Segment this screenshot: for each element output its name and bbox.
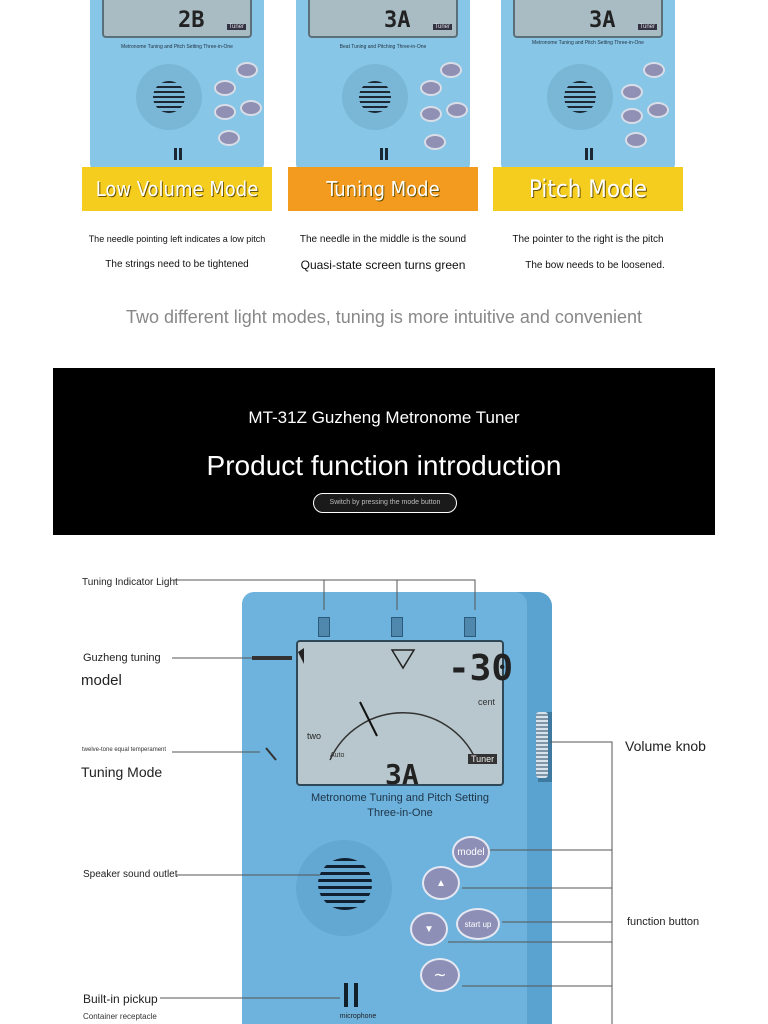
speaker-grill-icon: [342, 64, 408, 130]
mode-arrow-icon: [298, 648, 304, 664]
model-button[interactable]: model: [452, 836, 490, 868]
temperament-indicator-icon: [265, 747, 277, 761]
up-button-icon: [214, 80, 236, 96]
tagline: Two different light modes, tuning is mor…: [126, 307, 642, 327]
tuner-thumbnail: 2B Tuner Metronome Tuning and Pitch Sett…: [90, 0, 264, 170]
mode-band: Tuning Mode: [288, 167, 478, 211]
speaker-grill-icon: [318, 858, 372, 910]
label-speaker: Speaker sound outlet: [83, 869, 178, 880]
indicator-light-icon: [391, 617, 403, 637]
lcd-note: 3A: [384, 8, 411, 33]
button-icon: [643, 62, 665, 78]
mode-card-low-volume: 2B Tuner Metronome Tuning and Pitch Sett…: [82, 0, 272, 211]
down-button-icon: [420, 106, 442, 122]
card-desc-3a: The pointer to the right is the pitch: [512, 234, 664, 245]
wave-button-icon: [625, 132, 647, 148]
dial-arc: [329, 712, 477, 761]
indicator-light-icon: [318, 617, 330, 637]
indicator-light-icon: [464, 617, 476, 637]
device-caption: Metronome Tuning and Pitch Setting Three…: [532, 40, 644, 46]
down-button-icon: [621, 108, 643, 124]
label-volume-knob: Volume knob: [625, 738, 706, 754]
mode-band: Pitch Mode: [493, 167, 683, 211]
label-tuning-indicator: Tuning Indicator Light: [82, 577, 178, 588]
button-icon: [236, 62, 258, 78]
lcd-screen: 3A Tuner: [513, 0, 663, 38]
card-desc-3b: The bow needs to be loosened.: [525, 260, 665, 271]
banner-subtitle: MT-31Z Guzheng Metronome Tuner: [248, 408, 520, 427]
label-tuning-mode: Tuning Mode: [81, 764, 163, 780]
speaker-grill-icon: [547, 64, 613, 130]
button-icon: [440, 62, 462, 78]
callout-line: [174, 579, 476, 610]
start-up-button[interactable]: start up: [456, 908, 500, 940]
volume-knob-icon[interactable]: [536, 712, 548, 778]
mode-card-pitch: 3A Tuner Metronome Tuning and Pitch Sett…: [493, 0, 683, 211]
wave-button[interactable]: ∼: [420, 958, 460, 992]
tuner-badge: Tuner: [468, 754, 498, 764]
two-label: two: [307, 731, 322, 741]
microphone-icon: [174, 148, 182, 160]
tuner-thumbnail: 3A Tuner Metronome Tuning and Pitch Sett…: [501, 0, 675, 170]
card-desc-1a: The needle pointing left indicates a low…: [88, 234, 266, 244]
down-button-icon: [214, 104, 236, 120]
mode-card-tuning: 3A Tuner Beat Tuning and Pitching Three-…: [288, 0, 478, 211]
device-caption: Metronome Tuning and Pitch Setting Three…: [121, 44, 233, 50]
start-button-icon: [240, 100, 262, 116]
center-triangle-icon: [390, 649, 416, 670]
microphone-label: microphone: [339, 1013, 377, 1020]
card-desc-2a: The needle in the middle is the sound: [299, 234, 467, 245]
caption-line-2: Three-in-One: [367, 807, 433, 819]
wave-icon: ∼: [433, 967, 447, 984]
lcd-note: 2B: [178, 8, 205, 33]
callout-line: [550, 741, 613, 1024]
guzheng-indicator-icon: [252, 656, 292, 660]
up-button-icon: [621, 84, 643, 100]
up-arrow-icon: ▲: [436, 877, 446, 889]
speaker-grill-icon: [136, 64, 202, 130]
lcd-screen: 2B Tuner: [102, 0, 252, 38]
lcd-note: 3A: [589, 8, 616, 33]
caption-line-1: Metronome Tuning and Pitch Setting: [311, 792, 489, 804]
banner-pill: Switch by pressing the mode button: [313, 493, 457, 513]
note-readout: 3A: [385, 758, 419, 791]
lcd-tuner-badge: Tuner: [226, 24, 246, 30]
label-container: Container receptacle: [83, 1012, 157, 1021]
down-arrow-icon: ▼: [424, 923, 434, 935]
label-model: model: [81, 672, 122, 689]
device-caption: Metronome Tuning and Pitch Setting Three…: [296, 791, 504, 821]
start-button-icon: [647, 102, 669, 118]
auto-label: Auto: [330, 752, 345, 759]
mode-band: Low Volume Mode: [82, 167, 272, 211]
wave-button-icon: [424, 134, 446, 150]
microphone-icon: [344, 983, 358, 1007]
wave-button-icon: [218, 130, 240, 146]
intro-banner: MT-31Z Guzheng Metronome Tuner Product f…: [53, 368, 715, 535]
card-desc-1b: The strings need to be tightened: [105, 259, 249, 270]
device-caption: Beat Tuning and Pitching Three-in-One: [339, 44, 427, 50]
card-desc-2b: Quasi-state screen turns green: [300, 258, 466, 272]
start-button-icon: [446, 102, 468, 118]
down-arrow-button[interactable]: ▼: [410, 912, 448, 946]
cents-readout: -30: [448, 648, 514, 689]
label-pickup: Built-in pickup: [83, 992, 158, 1006]
label-guzheng-tuning: Guzheng tuning: [83, 652, 161, 664]
label-equal-temperament: twelve-tone equal temperament: [82, 747, 167, 753]
lcd-tuner-badge: Tuner: [637, 24, 657, 30]
microphone-icon: [585, 148, 593, 160]
up-button-icon: [420, 80, 442, 96]
label-function-button: function button: [627, 916, 700, 928]
lcd-screen: 3A Tuner: [308, 0, 458, 38]
up-arrow-button[interactable]: ▲: [422, 866, 460, 900]
cents-label: cent: [478, 697, 496, 707]
microphone-icon: [380, 148, 388, 160]
lcd-tuner-badge: Tuner: [432, 24, 452, 30]
tuner-thumbnail: 3A Tuner Beat Tuning and Pitching Three-…: [296, 0, 470, 170]
banner-title: Product function introduction: [206, 450, 562, 481]
needle-icon: [359, 701, 378, 737]
